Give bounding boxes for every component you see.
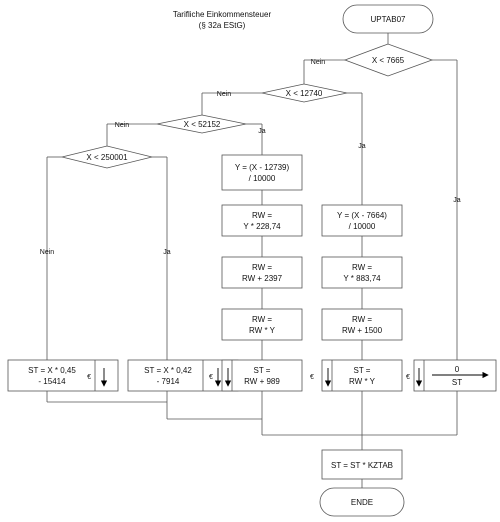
zone4-st-line2: - 7914 (157, 377, 180, 386)
zone2-y-box: Y = (X - 7664) / 10000 (321, 204, 403, 237)
d3-yes-label: Ja (258, 128, 266, 135)
start-terminal (342, 4, 434, 34)
zone3-st-box: ST = RW + 989 (221, 359, 303, 392)
zone4-euro-marker: € (209, 374, 213, 381)
zone2-st-box: ST = RW * Y (321, 359, 403, 392)
zone2-euro-marker: € (406, 374, 410, 381)
zone3-rw1-box: RW = Y * 228,74 (221, 204, 303, 237)
zone4-st-box: ST = X * 0,42 - 7914 € (127, 359, 239, 392)
final-step-box: ST = ST * KZTAB (321, 449, 403, 480)
zone3-rw2-line1: RW = (252, 263, 272, 272)
zone2-y-line1: Y = (X - 7664) (337, 211, 387, 220)
zone3-st-line2: RW + 989 (244, 377, 280, 386)
d2-no-label: Nein (217, 91, 232, 98)
end-label: ENDE (351, 498, 373, 507)
zone3-rw3-line1: RW = (252, 315, 272, 324)
zone2-st-line1: ST = (354, 366, 371, 375)
zone3-rw3-box: RW = RW * Y (221, 308, 303, 341)
zone3-rw3-line2: RW * Y (249, 326, 276, 335)
zone3-rw1-line2: Y * 228,74 (243, 222, 281, 231)
decision-d1: X < 7665 (343, 43, 434, 77)
zone2-rw1-box: RW = Y * 883,74 (321, 256, 403, 289)
chart-subtitle: (§ 32a EStG) (199, 21, 246, 30)
decision-d2: X < 12740 (261, 83, 348, 103)
connector-lines (46, 33, 458, 488)
zone0-value: 0 (455, 365, 460, 374)
final-step-text: ST = ST * KZTAB (331, 461, 393, 470)
zone3-st-line1: ST = (254, 366, 271, 375)
zone2-rw2-line2: RW + 1500 (342, 326, 383, 335)
zone2-rw2-box: RW = RW + 1500 (321, 308, 403, 341)
zone5-st-line2: - 15414 (38, 377, 66, 386)
start-label: UPTAB07 (371, 15, 407, 24)
zone2-rw2-line1: RW = (352, 315, 372, 324)
zone5-st-line1: ST = X * 0,45 (28, 366, 76, 375)
d3-no-label: Nein (115, 122, 130, 129)
zone5-st-box: ST = X * 0,45 - 15414 € (7, 359, 119, 392)
decision-d4: X < 250001 (61, 145, 153, 169)
zone2-rw1-line2: Y * 883,74 (343, 274, 381, 283)
decision-d4-text: X < 250001 (86, 153, 128, 162)
decision-d2-text: X < 12740 (286, 89, 323, 98)
decision-d1-text: X < 7665 (372, 56, 405, 65)
d2-yes-label: Ja (358, 143, 366, 150)
end-terminal (319, 487, 405, 517)
zone4-st-line1: ST = X * 0,42 (144, 366, 192, 375)
decision-d3: X < 52152 (156, 114, 247, 134)
zone3-rw2-line2: RW + 2397 (242, 274, 283, 283)
zone3-y-box: Y = (X - 12739) / 10000 (221, 154, 303, 191)
zone2-st-line2: RW * Y (349, 377, 376, 386)
zone2-y-line2: / 10000 (349, 222, 376, 231)
zone3-rw2-box: RW = RW + 2397 (221, 256, 303, 289)
d4-yes-label: Ja (163, 249, 171, 256)
zone0-target: ST (452, 378, 462, 387)
d1-no-label: Nein (311, 59, 326, 66)
zone2-rw1-line1: RW = (352, 263, 372, 272)
zone3-y-line2: / 10000 (249, 174, 276, 183)
d1-yes-label: Ja (453, 197, 461, 204)
zone0-st-box: 0 ST (413, 359, 497, 392)
chart-title: Tarifliche Einkommensteuer (173, 10, 272, 19)
zone3-y-line1: Y = (X - 12739) (235, 163, 290, 172)
d4-no-label: Nein (40, 249, 55, 256)
decision-d3-text: X < 52152 (184, 120, 221, 129)
zone3-euro-marker: € (310, 374, 314, 381)
zone3-rw1-line1: RW = (252, 211, 272, 220)
zone5-euro-marker: € (87, 374, 91, 381)
